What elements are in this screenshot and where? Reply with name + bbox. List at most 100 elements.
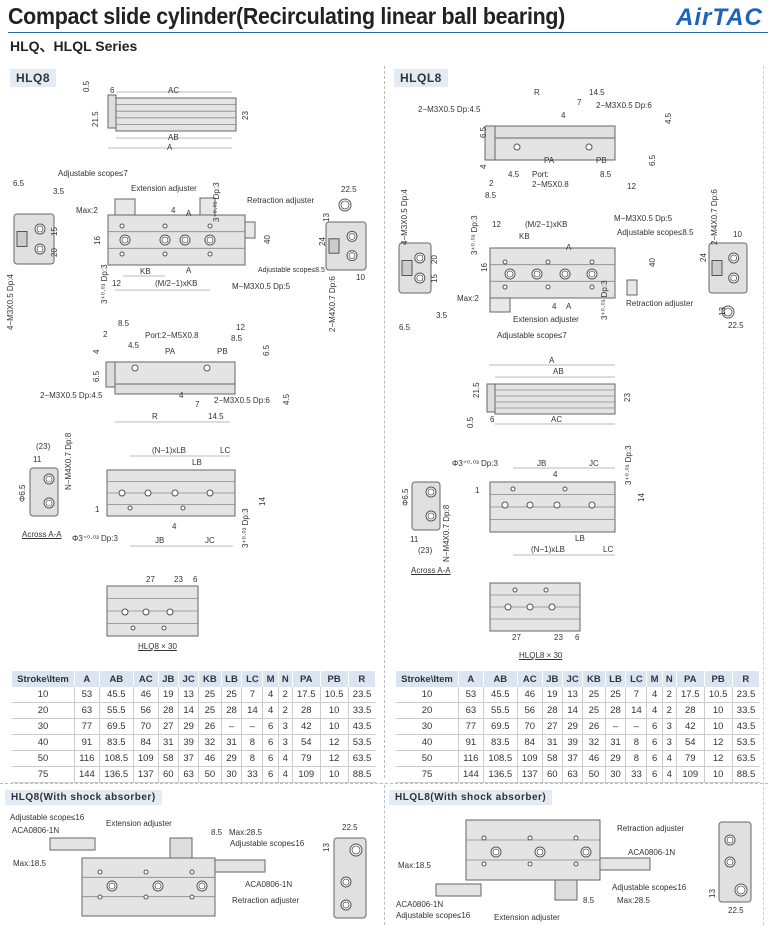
table-cell: 63.5 <box>348 750 376 767</box>
table-cell: 3 <box>278 718 293 735</box>
dim: 8.5 <box>211 828 223 837</box>
title-divider <box>8 32 768 33</box>
table-cell: 10 <box>320 702 349 719</box>
column-header: M <box>262 671 279 687</box>
table-cell: 79 <box>676 750 705 767</box>
mounting-hole <box>119 234 131 246</box>
dim: JB <box>537 459 547 468</box>
table-cell: 108.5 <box>483 750 518 767</box>
mounting-hole <box>130 625 136 631</box>
dim: 4 <box>179 391 184 400</box>
port <box>36 225 44 233</box>
callout: Adjustable scope≤16 <box>10 813 85 822</box>
callout: 3⁺⁰·⁰³ Dp:3 <box>624 445 633 485</box>
extension-adjuster <box>114 198 136 216</box>
dim: 7 <box>577 98 582 107</box>
port <box>43 497 55 509</box>
table-cell: 144 <box>458 766 484 783</box>
port <box>43 473 55 485</box>
table-cell: 136.5 <box>483 766 518 783</box>
dim: JB <box>155 536 165 545</box>
dim: 8.5 <box>118 319 130 328</box>
table-cell: 30 <box>12 718 75 735</box>
table-cell: 56 <box>133 702 159 719</box>
dim: 4.5 <box>128 341 140 350</box>
callout: Φ3⁺⁰·⁰³ Dp:3 <box>72 534 118 543</box>
dim: 20 <box>50 248 59 257</box>
table-cell: 46 <box>198 750 222 767</box>
mounting-hole <box>582 848 590 856</box>
mounting-hole <box>108 882 116 890</box>
mounting-hole <box>573 861 579 867</box>
mounting-hole <box>118 489 126 497</box>
table-cell: 29 <box>562 718 584 735</box>
table-cell: 40 <box>12 734 75 751</box>
table-cell: 63 <box>74 702 100 719</box>
dim: 3⁺⁰·⁰³ Dp:3 <box>470 215 479 255</box>
mounting-hole <box>180 505 186 511</box>
table-cell: 50 <box>582 766 606 783</box>
column-header: R <box>348 671 377 687</box>
mounting-hole <box>481 835 487 841</box>
section-caption: Across A-A <box>411 566 451 575</box>
dim: 4.5 <box>508 170 520 179</box>
dim: 14 <box>637 493 646 502</box>
table-cell: 144 <box>74 766 100 783</box>
dim: 24 <box>318 237 327 246</box>
mounting-hole <box>207 223 213 229</box>
table-cell: 2 <box>278 702 293 719</box>
table-cell: 43.5 <box>732 718 760 735</box>
stopper-block <box>554 879 578 901</box>
table-cell: 23.5 <box>348 687 376 703</box>
table-cell: 12 <box>320 734 349 751</box>
dim: 0.5 <box>466 416 475 428</box>
port <box>342 901 350 909</box>
dim: 21.5 <box>91 111 100 127</box>
dim: 12 <box>236 323 245 332</box>
dim: 11 <box>410 535 419 544</box>
dim: 1 <box>95 505 100 514</box>
mounting-hole <box>121 236 129 244</box>
table-cell: 46 <box>517 687 543 703</box>
table-cell: 39 <box>178 734 200 751</box>
dim: Max:2 <box>457 294 479 303</box>
callout: Extension adjuster <box>494 913 560 922</box>
dim: 11 <box>33 455 42 464</box>
table-cell: 31 <box>605 734 627 751</box>
table-cell: 10 <box>704 702 733 719</box>
table-cell: 14 <box>241 702 264 719</box>
table-cell: 70 <box>517 718 543 735</box>
table-cell: 55.5 <box>483 702 518 719</box>
table-cell: 25 <box>582 702 606 719</box>
column-header: JC <box>178 671 200 687</box>
cylinder-shock-view <box>465 819 601 881</box>
dim: 3⁺⁰·⁰³ Dp:3 <box>212 182 221 222</box>
callout: Adjustable scope≤16 <box>230 839 305 848</box>
dim: 10 <box>356 273 365 282</box>
section-label-hlq8: HLQ8 <box>10 69 57 87</box>
mounting-hole <box>207 251 213 257</box>
dim: 2 <box>489 179 494 188</box>
dim: (23) <box>36 442 51 451</box>
mounting-hole <box>142 608 150 616</box>
dim: 6 <box>193 575 198 584</box>
mounting-hole <box>533 270 541 278</box>
table-cell: 32 <box>582 734 606 751</box>
dim: LB <box>192 458 202 467</box>
dim: 21.5 <box>472 382 481 398</box>
dim: 22.5 <box>728 906 744 915</box>
table-cell: 30 <box>221 766 243 783</box>
table-cell: 137 <box>517 766 543 783</box>
mounting-hole <box>527 861 533 867</box>
dim: JC <box>589 459 599 468</box>
mounting-hole <box>490 846 502 858</box>
table-cell: 56 <box>517 702 543 719</box>
port <box>416 274 424 282</box>
table-cell: 6 <box>262 734 279 751</box>
mounting-hole <box>502 284 508 290</box>
callout: Extension adjuster <box>131 184 197 193</box>
callout: 2−M3X0.5 Dp:6 <box>596 101 652 110</box>
dim: 14 <box>258 497 267 506</box>
